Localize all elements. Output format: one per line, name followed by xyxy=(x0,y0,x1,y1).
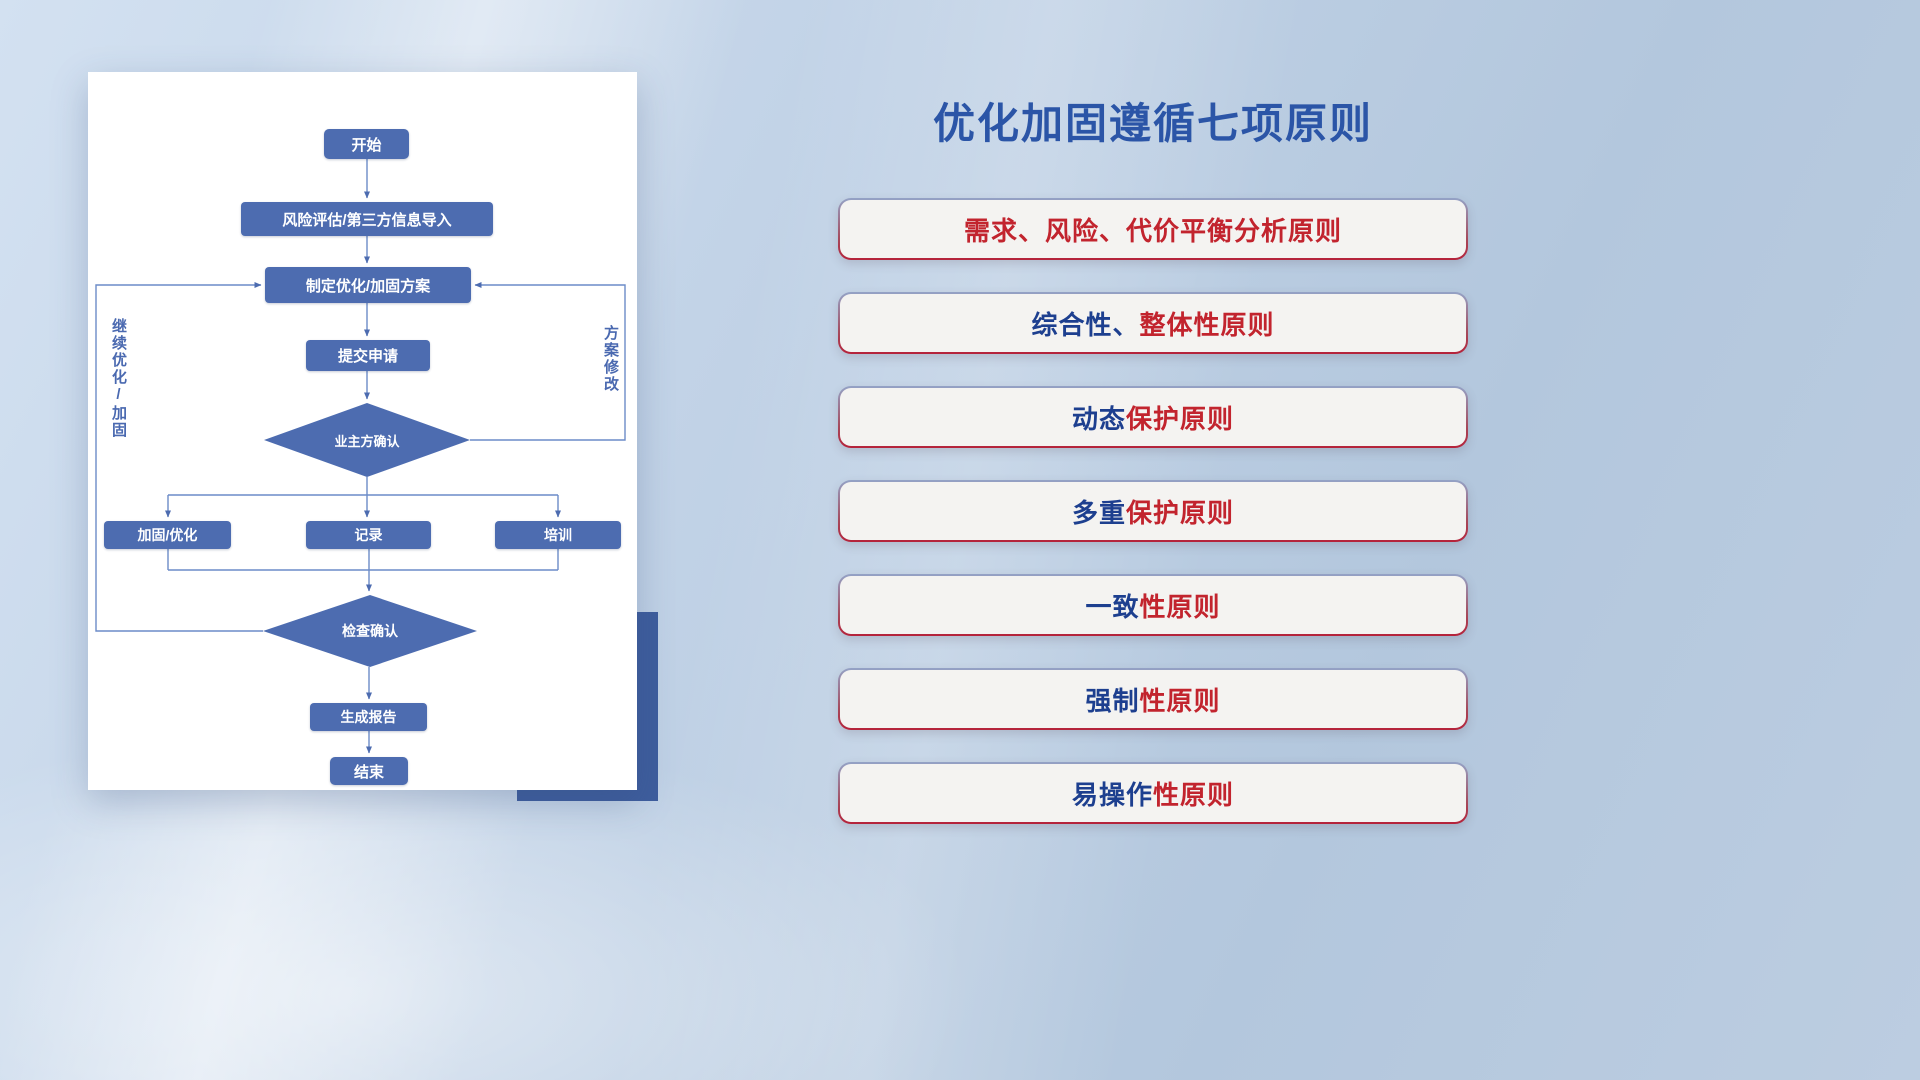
principle-text-blue: 易操作 xyxy=(1071,779,1153,810)
flow-node-risk-import: 风险评估/第三方信息导入 xyxy=(241,202,493,236)
principle-label: 强制性原则 xyxy=(840,670,1466,728)
principle-label: 需求、风险、代价平衡分析原则 xyxy=(840,200,1466,258)
flow-node-plan: 制定优化/加固方案 xyxy=(265,267,471,303)
principle-item: 综合性、整体性原则 xyxy=(838,292,1468,354)
principle-text-blue: 动态 xyxy=(1071,403,1126,434)
principle-label: 动态保护原则 xyxy=(840,388,1466,446)
principle-text-blue: 一致 xyxy=(1085,591,1140,622)
principle-text-red: 性原则 xyxy=(1153,779,1235,810)
principle-item: 强制性原则 xyxy=(838,668,1468,730)
principle-label: 一致性原则 xyxy=(840,576,1466,634)
flow-node-start: 开始 xyxy=(324,129,409,159)
principle-item: 动态保护原则 xyxy=(838,386,1468,448)
flowchart-card: 开始 风险评估/第三方信息导入 制定优化/加固方案 提交申请 业主方确认 加固/… xyxy=(88,72,637,790)
flow-node-training: 培训 xyxy=(495,521,621,549)
principle-text-red: 性原则 xyxy=(1139,685,1221,716)
flow-node-harden-optimize: 加固/优化 xyxy=(104,521,231,549)
flow-node-owner-confirm: 业主方确认 xyxy=(334,433,400,449)
principle-text-blue: 综合性、 xyxy=(1031,309,1140,340)
principle-text-blue: 强制 xyxy=(1085,685,1140,716)
edge-label-plan-revision: 方案修改 xyxy=(602,325,619,393)
flow-node-report: 生成报告 xyxy=(310,703,427,731)
principle-item: 易操作性原则 xyxy=(838,762,1468,824)
principles-list: 需求、风险、代价平衡分析原则 综合性、整体性原则 动态保护原则 多重保护原则 一… xyxy=(838,198,1468,856)
page-title: 优化加固遵循七项原则 xyxy=(932,100,1373,147)
principle-label: 多重保护原则 xyxy=(840,482,1466,540)
flow-node-record: 记录 xyxy=(306,521,431,549)
principle-text-red: 保护原则 xyxy=(1126,403,1235,434)
principle-text-blue: 多重 xyxy=(1071,497,1126,528)
edge-label-continue-optimize: 继续优化/加固 xyxy=(110,318,127,439)
principle-item: 一致性原则 xyxy=(838,574,1468,636)
principle-item: 需求、风险、代价平衡分析原则 xyxy=(838,198,1468,260)
principle-text-red: 需求、风险、代价平衡分析原则 xyxy=(963,215,1342,246)
principle-label: 易操作性原则 xyxy=(840,764,1466,822)
flow-node-check-confirm: 检查确认 xyxy=(342,623,398,639)
flow-node-submit: 提交申请 xyxy=(306,340,430,371)
principle-item: 多重保护原则 xyxy=(838,480,1468,542)
flow-node-end: 结束 xyxy=(330,757,408,785)
principle-text-red: 整体性原则 xyxy=(1139,309,1275,340)
principle-text-red: 保护原则 xyxy=(1126,497,1235,528)
principle-text-red: 性原则 xyxy=(1139,591,1221,622)
principle-label: 综合性、整体性原则 xyxy=(840,294,1466,352)
